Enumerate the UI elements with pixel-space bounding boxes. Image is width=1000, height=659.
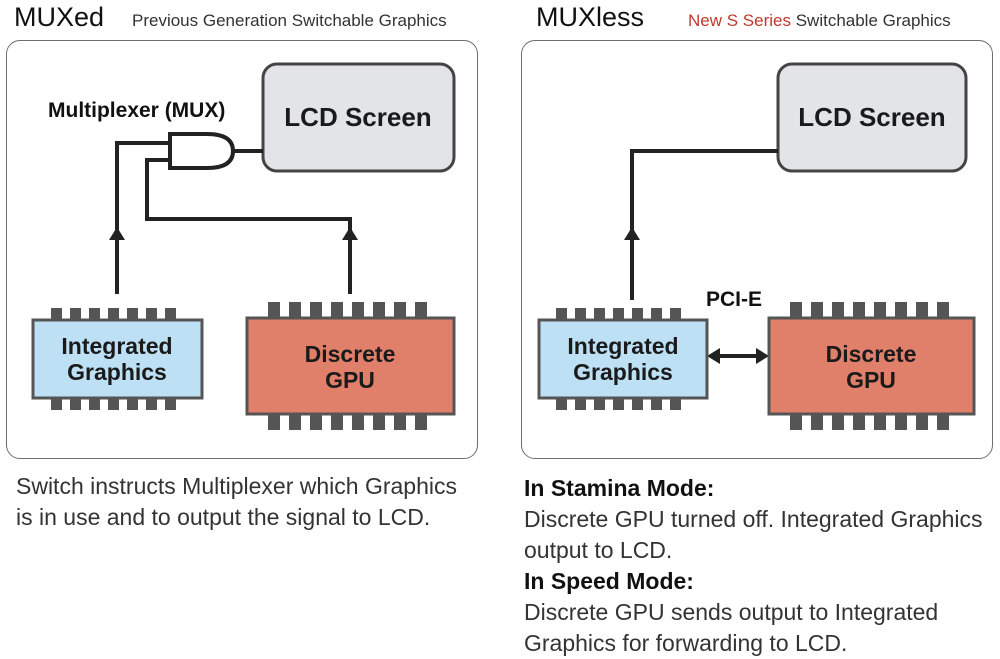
right-integrated-chip xyxy=(537,308,709,410)
muxed-caption-line1: Switch instructs Multiplexer which Graph… xyxy=(16,473,457,499)
discrete-to-mux-line xyxy=(145,158,352,294)
stamina-mode-text-line1: Discrete GPU turned off. Integrated Grap… xyxy=(524,506,983,532)
pcie-left-arrow xyxy=(707,348,720,364)
left-integrated-label-line2: Graphics xyxy=(67,359,167,385)
left-discrete-chip xyxy=(245,302,456,430)
left-lcd-box xyxy=(261,62,456,173)
speed-mode-text-line1: Discrete GPU sends output to Integrated xyxy=(524,599,939,625)
left-discrete-label-line1: Discrete xyxy=(305,341,396,367)
integrated-to-mux-line xyxy=(115,141,170,294)
mux-gate-shape xyxy=(168,132,236,170)
muxed-caption: Switch instructs Multiplexer which Graph… xyxy=(16,471,486,533)
integrated-to-lcd-arrow xyxy=(624,227,640,240)
right-integrated-label-line1: Integrated xyxy=(567,333,678,359)
speed-mode-heading: In Speed Mode: xyxy=(524,568,694,594)
muxed-subtitle: Previous Generation Switchable Graphics xyxy=(132,11,447,30)
left-integrated-label-line1: Integrated xyxy=(61,333,172,359)
right-lcd-label: LCD Screen xyxy=(798,102,945,132)
right-discrete-chip xyxy=(767,302,976,430)
left-discrete-label-line2: GPU xyxy=(325,367,375,393)
muxed-title: MUXed xyxy=(14,2,105,32)
pcie-right-arrow xyxy=(756,348,769,364)
left-integrated-chip xyxy=(31,308,204,410)
muxless-subtitle-rest: Switchable Graphics xyxy=(790,11,951,30)
right-lcd-box xyxy=(776,62,968,173)
discrete-up-arrow xyxy=(342,227,358,240)
muxless-subtitle: New S Series Switchable Graphics xyxy=(688,11,951,31)
stamina-mode-heading: In Stamina Mode: xyxy=(524,475,715,501)
muxless-subtitle-accent: New S Series xyxy=(688,11,791,30)
right-discrete-label-line1: Discrete xyxy=(826,341,917,367)
right-integrated-label-line2: Graphics xyxy=(573,359,673,385)
integrated-to-lcd-line xyxy=(630,149,778,300)
muxless-title: MUXless xyxy=(536,2,645,32)
left-lcd-label: LCD Screen xyxy=(284,102,431,132)
muxless-caption: In Stamina Mode: Discrete GPU turned off… xyxy=(524,473,994,659)
right-discrete-label-line2: GPU xyxy=(846,367,896,393)
stamina-mode-text-line2: output to LCD. xyxy=(524,537,673,563)
muxed-caption-line2: is in use and to output the signal to LC… xyxy=(16,504,431,530)
speed-mode-text-line2: Graphics for forwarding to LCD. xyxy=(524,630,848,656)
integrated-up-arrow xyxy=(109,227,125,240)
mux-label: Multiplexer (MUX) xyxy=(48,99,225,122)
pcie-label: PCI-E xyxy=(706,288,762,311)
